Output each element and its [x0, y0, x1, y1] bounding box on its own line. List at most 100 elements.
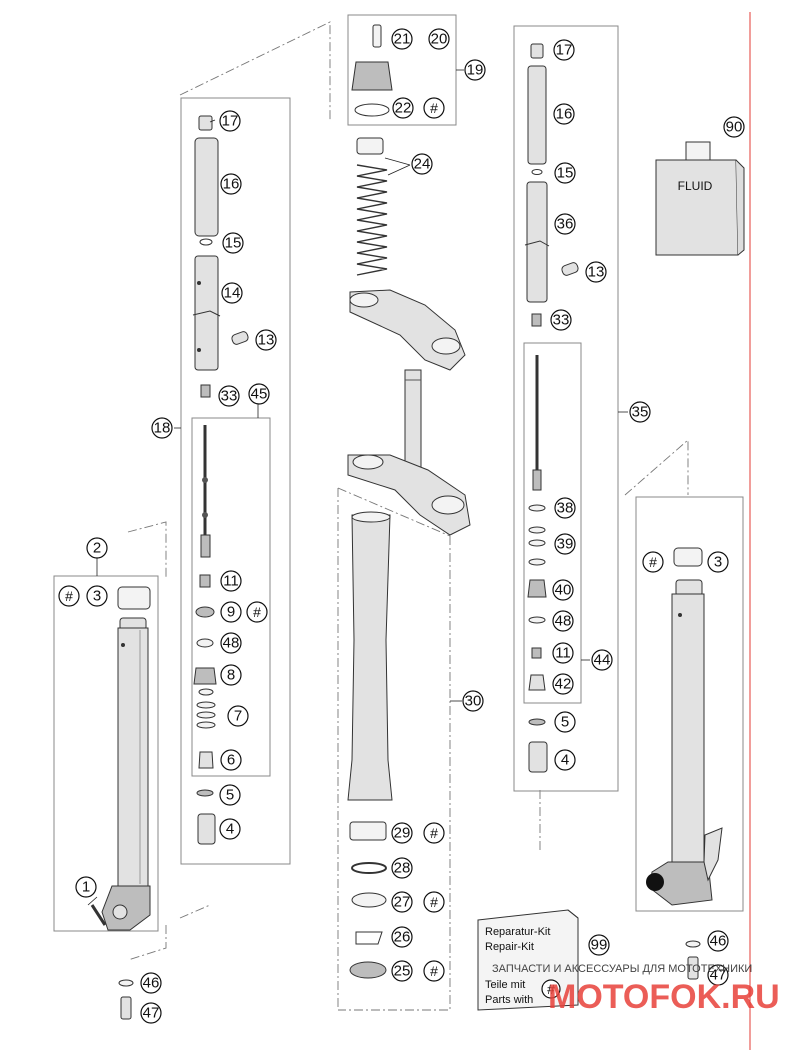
- callout-22: 22: [392, 97, 414, 119]
- svg-text:45: 45: [251, 386, 268, 403]
- hash-marker: #: [541, 979, 561, 999]
- callout-38: 38: [554, 497, 576, 519]
- svg-text:46: 46: [143, 975, 160, 992]
- callout-28: 28: [391, 857, 413, 879]
- group-frames: [127, 21, 689, 1011]
- callout-39: 39: [554, 533, 576, 555]
- callout-90: 90: [723, 116, 745, 138]
- watermark-logo: MOTOFOK.RU: [548, 978, 780, 1016]
- svg-text:27: 27: [394, 894, 411, 911]
- callout-46-left: 46: [140, 972, 162, 994]
- right-cartridge-parts: [524, 43, 579, 773]
- svg-text:#: #: [430, 894, 438, 910]
- callout-1: 1: [75, 876, 97, 898]
- svg-text:48: 48: [555, 613, 572, 630]
- callout-6: 6: [220, 749, 242, 771]
- callout-30: 30: [462, 690, 484, 712]
- svg-text:4: 4: [226, 821, 234, 838]
- svg-text:16: 16: [556, 106, 573, 123]
- svg-text:26: 26: [394, 929, 411, 946]
- callout-16-right: 16: [553, 103, 575, 125]
- callout-21: 21: [391, 28, 413, 50]
- svg-text:90: 90: [726, 119, 743, 136]
- box-right-cartridge: [513, 25, 619, 792]
- callout-15-left: 15: [222, 232, 244, 254]
- svg-text:33: 33: [221, 388, 238, 405]
- callout-18: 18: [151, 417, 173, 439]
- svg-text:35: 35: [632, 404, 649, 421]
- repair-kit-line3: Teile mit: [485, 979, 525, 991]
- svg-text:13: 13: [258, 332, 275, 349]
- svg-text:39: 39: [557, 536, 574, 553]
- box-damper-left: [191, 417, 271, 777]
- svg-text:38: 38: [557, 500, 574, 517]
- callout-5-left: 5: [219, 784, 241, 806]
- svg-text:13: 13: [588, 264, 605, 281]
- svg-text:11: 11: [223, 573, 239, 590]
- box-right-fork-outer: [635, 496, 744, 912]
- callout-20: 20: [428, 28, 450, 50]
- callout-26: 26: [391, 926, 413, 948]
- callout-8: 8: [220, 664, 242, 686]
- svg-text:19: 19: [467, 62, 484, 79]
- svg-text:40: 40: [555, 582, 572, 599]
- callout-47-right: 47: [707, 964, 729, 986]
- svg-text:46: 46: [710, 933, 727, 950]
- callout-11-right: 11: [552, 642, 574, 664]
- fluid-bottle: [655, 141, 745, 256]
- callout-5-right: 5: [554, 711, 576, 733]
- svg-text:3: 3: [93, 588, 101, 605]
- callout-40: 40: [552, 579, 574, 601]
- svg-text:42: 42: [555, 676, 572, 693]
- callout-17-right: 17: [553, 39, 575, 61]
- fluid-label: FLUID: [678, 179, 713, 193]
- center-parts: [347, 24, 471, 979]
- svg-text:15: 15: [225, 235, 242, 252]
- repair-kit-line4: Parts with: [485, 994, 533, 1006]
- callout-13-right: 13: [585, 261, 607, 283]
- svg-text:5: 5: [561, 714, 569, 731]
- hash-marker: #: [423, 822, 445, 844]
- svg-text:36: 36: [557, 216, 574, 233]
- hash-marker: #: [246, 601, 268, 623]
- left-cartridge-parts: [192, 115, 249, 845]
- callout-36: 36: [554, 213, 576, 235]
- svg-text:8: 8: [227, 667, 235, 684]
- callout-47-left: 47: [140, 1002, 162, 1024]
- repair-kit-line2: Repair-Kit: [485, 941, 534, 953]
- svg-text:#: #: [649, 554, 657, 570]
- svg-text:11: 11: [555, 645, 571, 662]
- svg-text:25: 25: [394, 963, 411, 980]
- callout-29: 29: [391, 822, 413, 844]
- hash-marker: #: [423, 960, 445, 982]
- svg-text:18: 18: [154, 420, 171, 437]
- callout-7: 7: [227, 705, 249, 727]
- svg-text:21: 21: [394, 31, 411, 48]
- svg-text:3: 3: [714, 554, 722, 571]
- right-outer-tube: [646, 547, 723, 906]
- svg-text:#: #: [430, 825, 438, 841]
- box-damper-right: [523, 342, 582, 704]
- callout-42: 42: [552, 673, 574, 695]
- callout-33-left: 33: [218, 385, 240, 407]
- callout-3-right: 3: [707, 551, 729, 573]
- svg-text:7: 7: [234, 708, 242, 725]
- callout-33-right: 33: [550, 309, 572, 331]
- svg-text:24: 24: [414, 156, 431, 173]
- callout-15-right: 15: [554, 162, 576, 184]
- callout-35: 35: [629, 401, 651, 423]
- svg-text:33: 33: [553, 312, 570, 329]
- callout-16-left: 16: [220, 173, 242, 195]
- svg-text:47: 47: [710, 967, 727, 984]
- svg-text:20: 20: [431, 31, 448, 48]
- callout-9: 9: [220, 601, 242, 623]
- svg-text:14: 14: [224, 285, 241, 302]
- callout-11-left: 11: [220, 570, 242, 592]
- box-left-cartridge: [180, 97, 291, 865]
- svg-text:#: #: [65, 588, 73, 604]
- callout-44: 44: [591, 649, 613, 671]
- svg-text:15: 15: [557, 165, 574, 182]
- svg-text:#: #: [253, 604, 261, 620]
- callout-27: 27: [391, 891, 413, 913]
- svg-text:30: 30: [465, 693, 482, 710]
